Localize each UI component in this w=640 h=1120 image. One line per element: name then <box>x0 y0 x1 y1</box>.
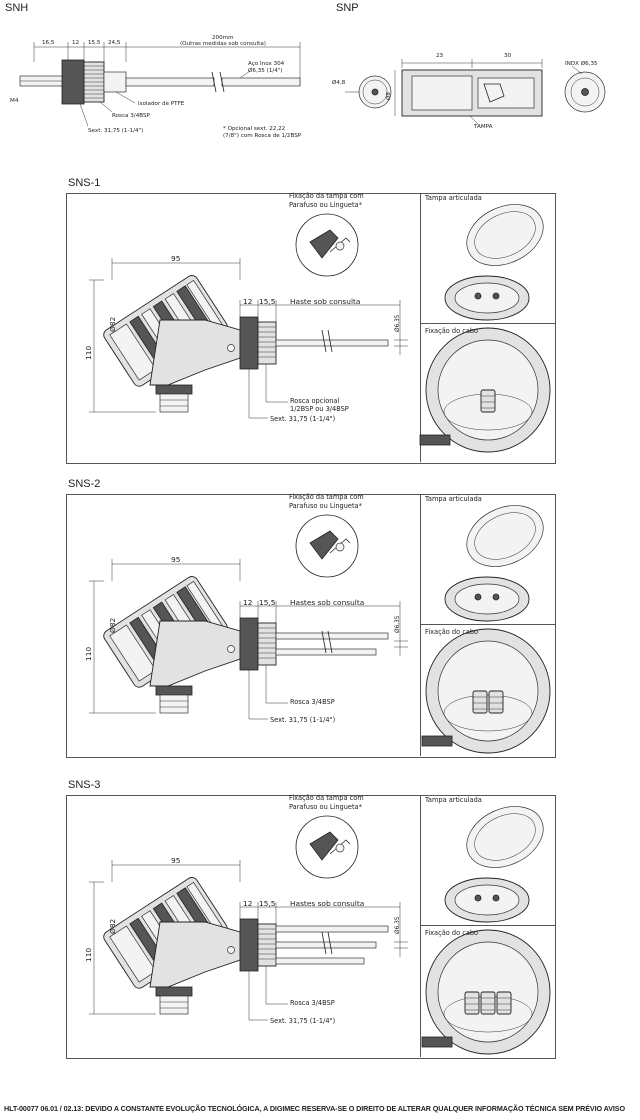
cap-fix-label: Fixação da tampa com <box>289 192 364 200</box>
dim-15-5: 15,5 <box>259 899 276 908</box>
dim-12: 12 <box>243 899 253 908</box>
stem-1 <box>275 632 389 640</box>
dim-d82: Ø82 <box>108 918 117 934</box>
snh-dim-1: 16,5 <box>42 40 55 46</box>
dim-12: 12 <box>243 297 253 306</box>
hinged-cap-label: Tampa articulada <box>425 796 482 804</box>
snp-dim-30: 30 <box>504 53 512 59</box>
snh-isolator: Isolador de PTFE <box>138 101 185 107</box>
dim-95: 95 <box>171 555 181 564</box>
cap-fix-label: Fixação da tampa com <box>289 493 364 501</box>
snh-dim-4: 24,5 <box>108 40 121 46</box>
dim-15-5: 15,5 <box>259 297 276 306</box>
cap-fix-label-2: Parafuso ou Lingueta* <box>289 201 362 209</box>
hex-label: Sext. 31,75 (1-1/4") <box>270 716 336 724</box>
cap-fix-label: Fixação da tampa com <box>289 794 364 802</box>
hinged-cap-label: Tampa articulada <box>425 495 482 503</box>
snp-cap: TAMPA <box>474 124 493 130</box>
thread-label: Rosca opcional <box>290 397 340 405</box>
snh-dims-note: (Outras medidas sob consulta) <box>180 41 266 47</box>
snp-d-left: Ø4,8 <box>332 80 346 86</box>
thread-label: Rosca 3/4BSP <box>290 999 335 1007</box>
panel-divider-h <box>420 624 555 625</box>
snh-pipe-material: Aço Inox 304 <box>248 61 285 67</box>
snh-pipe-diameter: Ø6,35 (1/4") <box>248 68 283 74</box>
panel-divider-v <box>420 795 421 1057</box>
sns-title: SNS-3 <box>68 779 101 791</box>
panel-divider-v <box>420 494 421 756</box>
snh-title: SNH <box>5 2 29 14</box>
cap-fix-label-2: Parafuso ou Lingueta* <box>289 803 362 811</box>
snh-hex: Sext. 31,75 (1-1/4") <box>88 128 144 134</box>
snh-dim-5: 200mm <box>212 35 234 41</box>
snp-dim-23: 23 <box>436 53 444 59</box>
snp-indx: INDX Ø6,35 <box>565 61 598 67</box>
sns-title: SNS-2 <box>68 478 101 490</box>
stem-1 <box>275 925 389 933</box>
dim-110: 110 <box>84 947 93 962</box>
footer-notice: HLT-00077 06.01 / 02.13: DEVIDO A CONSTA… <box>4 1104 625 1113</box>
cable-fix-label: Fixação do cabo <box>425 628 479 636</box>
snh-dim-3: 15,5 <box>88 40 101 46</box>
cable-fix-label: Fixação do cabo <box>425 327 479 335</box>
snp-title: SNP <box>336 2 359 14</box>
snh-thread-m4: M4 <box>10 98 19 104</box>
dim-15-5: 15,5 <box>259 598 276 607</box>
snh-thread: Rosca 3/4BSP <box>112 113 150 119</box>
hex-label: Sext. 31,75 (1-1/4") <box>270 1017 336 1025</box>
stem-1 <box>275 339 389 347</box>
snh-dim-2: 12 <box>72 40 80 46</box>
thread-label-2: 1/2BSP ou 3/4BSP <box>290 405 349 413</box>
stem-3 <box>275 957 365 965</box>
hinged-cap-label: Tampa articulada <box>425 194 482 202</box>
thread-label: Rosca 3/4BSP <box>290 698 335 706</box>
cap-fix-label-2: Parafuso ou Lingueta* <box>289 502 362 510</box>
panel-divider-h <box>420 323 555 324</box>
stem-2 <box>275 941 377 949</box>
stem-label: Hastes sob consulta <box>290 899 365 908</box>
sns-title: SNS-1 <box>68 177 101 189</box>
dim-95: 95 <box>171 856 181 865</box>
snh-optional2: (7/8") com Rosca de 1/2BSP <box>223 133 302 139</box>
cable-fix-label: Fixação do cabo <box>425 929 479 937</box>
stem-label: Haste sob consulta <box>290 297 361 306</box>
stem-diameter: Ø6,35 <box>395 916 401 934</box>
stem-label: Hastes sob consulta <box>290 598 365 607</box>
panel-divider-v <box>420 193 421 462</box>
hex-label: Sext. 31,75 (1-1/4") <box>270 415 336 423</box>
snh-optional: * Opcional sext. 22,22 <box>223 126 286 132</box>
dim-95: 95 <box>171 254 181 263</box>
panel-divider-h <box>420 925 555 926</box>
dim-12: 12 <box>243 598 253 607</box>
